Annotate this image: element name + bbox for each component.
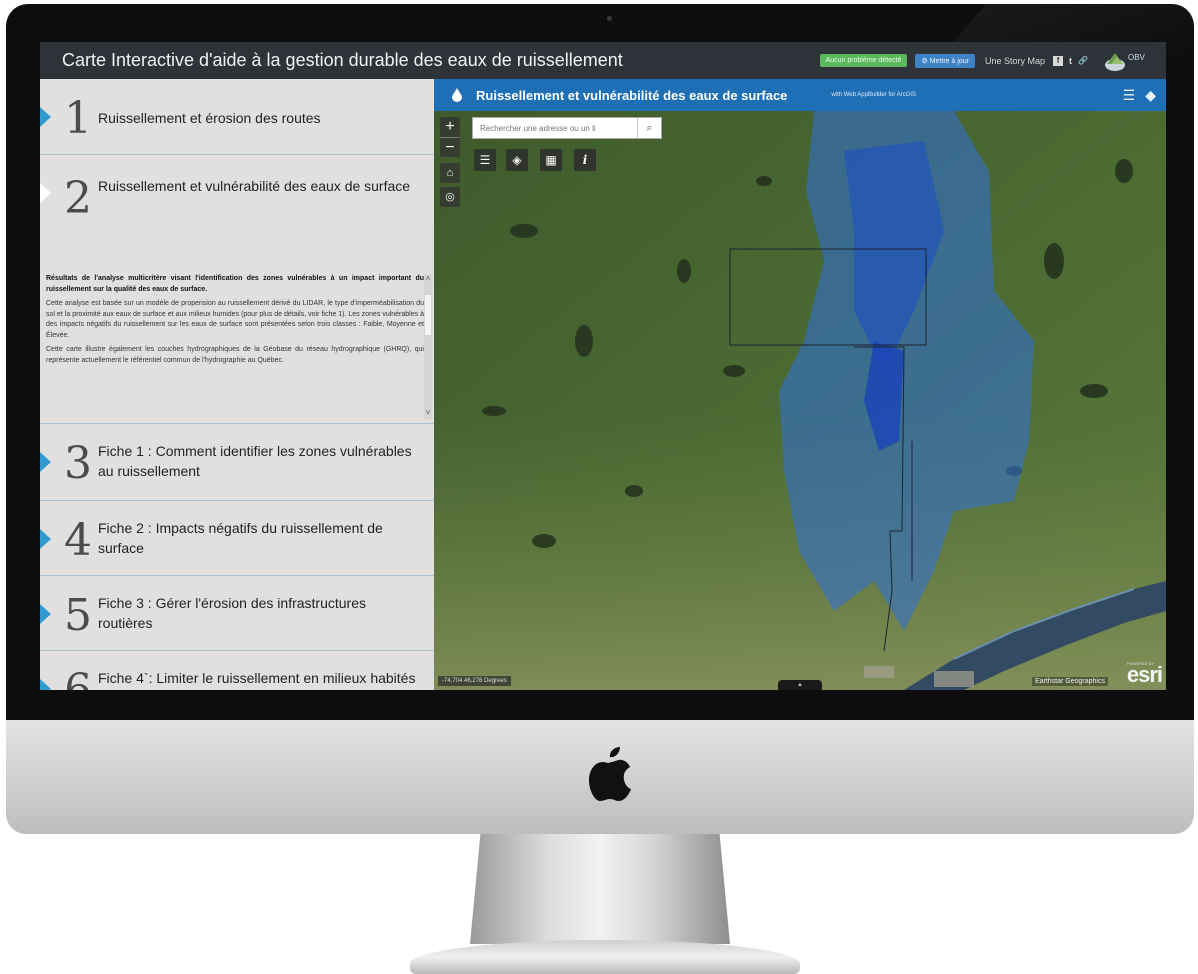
home-button[interactable]: ⌂: [440, 163, 460, 183]
scroll-down-icon[interactable]: ˅: [425, 408, 431, 417]
layers-icon[interactable]: ◆: [1145, 86, 1156, 103]
map-title: Ruissellement et vulnérabilité des eaux …: [476, 87, 788, 103]
satellite-map[interactable]: + − ⌂ ◎ ⌕ ☰ ◈ ▦ i -74,704 46,276 Degrees…: [434, 111, 1166, 690]
coordinates-readout: -74,704 46,276 Degrees: [438, 676, 511, 686]
section-title: Fiche 3 : Gérer l'érosion des infrastruc…: [98, 595, 367, 632]
screen-bezel: Carte Interactive d'aide à la gestion du…: [6, 4, 1194, 720]
scroll-up-icon[interactable]: ˄: [425, 274, 431, 283]
app-header: Carte Interactive d'aide à la gestion du…: [40, 42, 1166, 79]
monitor-stand: [470, 834, 730, 944]
twitter-icon[interactable]: t: [1069, 55, 1073, 66]
obv-logo-icon: [1105, 52, 1125, 71]
esri-logo: esri: [1126, 662, 1163, 687]
monitor-stand-base: [410, 940, 800, 974]
map-pane: Ruissellement et vulnérabilité des eaux …: [434, 79, 1166, 690]
about-info-icon[interactable]: i: [574, 149, 596, 171]
section-4[interactable]: 4 Fiche 2 : Impacts négatifs du ruissell…: [40, 501, 434, 576]
gear-icon: ⚙: [921, 57, 930, 65]
section-number: 4: [64, 515, 92, 566]
description-paragraph: Cette carte illustre également les couch…: [46, 346, 424, 364]
section-marker-icon: [40, 183, 51, 203]
link-icon[interactable]: 🔗: [1078, 56, 1088, 65]
layer-list-icon[interactable]: ◈: [506, 149, 528, 171]
section-3[interactable]: 3 Fiche 1 : Comment identifier les zones…: [40, 424, 434, 501]
search-input[interactable]: [473, 118, 637, 138]
map-imagery[interactable]: [434, 111, 1166, 690]
legend-icon[interactable]: ☰: [474, 149, 496, 171]
section-title: Fiche 2 : Impacts négatifs du ruissellem…: [98, 520, 383, 557]
imac-monitor: Carte Interactive d'aide à la gestion du…: [6, 4, 1194, 834]
obv-logo: OBV: [1104, 49, 1148, 73]
section-description: Résultats de l'analyse multicritère visa…: [46, 274, 424, 419]
section-marker-icon: [40, 679, 51, 690]
section-number: 2: [64, 173, 92, 224]
map-subtitle: with Web AppBuilder for ArcGIS: [831, 92, 917, 98]
section-1[interactable]: 1 Ruissellement et érosion des routes: [40, 79, 434, 155]
status-badge[interactable]: Aucun problème détecté: [819, 54, 908, 67]
section-number: 6: [64, 669, 92, 691]
section-marker-icon: [40, 529, 51, 549]
section-marker-icon: [40, 452, 51, 472]
search-icon[interactable]: ⌕: [637, 118, 661, 138]
powered-by-label: POWERED BY: [1126, 661, 1154, 666]
update-button-label: Mettre à jour: [929, 57, 969, 65]
description-paragraph: Cette analyse est basée sur un modèle de…: [46, 299, 424, 340]
section-number: 1: [64, 93, 92, 144]
zoom-in-button[interactable]: +: [445, 118, 455, 135]
search-box: ⌕: [472, 117, 662, 139]
legend-list-icon[interactable]: ☰: [1122, 86, 1136, 103]
story-sidebar: 1 Ruissellement et érosion des routes 2 …: [40, 79, 434, 690]
section-title: Ruissellement et érosion des routes: [98, 110, 321, 126]
section-2[interactable]: 2 Ruissellement et vulnérabilité des eau…: [40, 155, 434, 424]
section-marker-icon: [40, 107, 51, 127]
description-lead: Résultats de l'analyse multicritère visa…: [46, 275, 424, 293]
map-attribution: Earthstar Geographics: [1031, 677, 1108, 686]
facebook-icon[interactable]: f: [1053, 55, 1064, 66]
story-map-link[interactable]: Une Story Map: [985, 55, 1046, 66]
expand-panel-button[interactable]: ▲: [778, 680, 822, 690]
logo-text: OBV: [1128, 52, 1145, 62]
update-button[interactable]: ⚙ Mettre à jour: [915, 53, 975, 68]
section-title: Fiche 1 : Comment identifier les zones v…: [98, 443, 412, 480]
screen: Carte Interactive d'aide à la gestion du…: [40, 42, 1166, 690]
section-marker-icon: [40, 604, 51, 624]
zoom-out-button[interactable]: −: [440, 137, 460, 157]
zoom-control: + −: [440, 117, 460, 157]
basemap-gallery-icon[interactable]: ▦: [540, 149, 562, 171]
apple-logo-icon: [589, 747, 631, 801]
camera-icon: [607, 16, 612, 21]
section-6[interactable]: 6 Fiche 4`: Limiter le ruissellement en …: [40, 651, 434, 690]
section-title: Fiche 4`: Limiter le ruissellement en mi…: [98, 670, 416, 686]
locate-button[interactable]: ◎: [440, 187, 460, 207]
section-number: 3: [64, 438, 92, 489]
description-scrollbar[interactable]: [424, 274, 432, 419]
water-drop-icon: [452, 88, 462, 102]
app-title: Carte Interactive d'aide à la gestion du…: [62, 50, 623, 70]
map-header: Ruissellement et vulnérabilité des eaux …: [434, 79, 1166, 111]
section-title: Ruissellement et vulnérabilité des eaux …: [98, 178, 411, 194]
section-number: 5: [64, 590, 92, 641]
section-5[interactable]: 5 Fiche 3 : Gérer l'érosion des infrastr…: [40, 576, 434, 651]
scrollbar-thumb[interactable]: [425, 295, 431, 335]
